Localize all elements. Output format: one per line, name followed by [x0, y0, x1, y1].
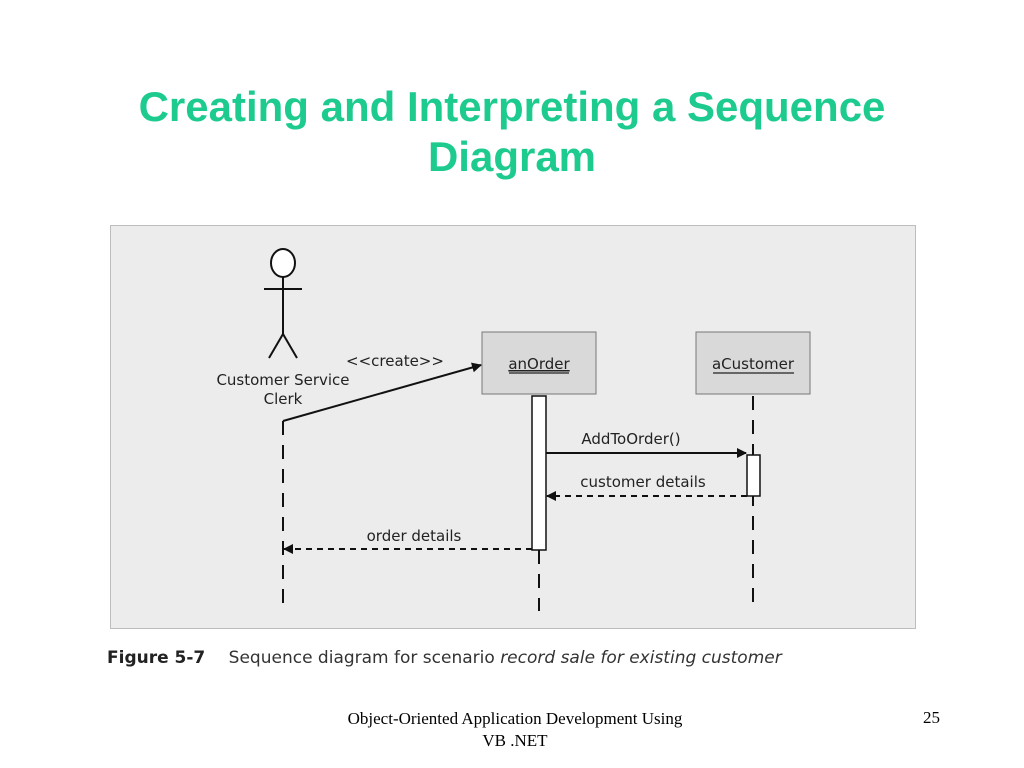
- caption-text: Sequence diagram for scenario: [228, 648, 495, 668]
- footer-line-2: VB .NET: [482, 731, 548, 750]
- page-number: 25: [923, 708, 940, 727]
- slide-title: Creating and Interpreting a Sequence Dia…: [60, 82, 964, 182]
- sequence-diagram-figure: Customer Service Clerk anOrder aCustomer…: [110, 225, 916, 629]
- caption-italic-text: record sale for existing customer: [500, 648, 782, 668]
- actor-name-line-1: Customer Service: [216, 371, 349, 389]
- object-box-acustomer: aCustomer: [695, 331, 811, 395]
- return-order-details-label: order details: [367, 527, 462, 545]
- object-name-anorder: anOrder: [508, 355, 570, 373]
- object-name-acustomer: aCustomer: [712, 355, 795, 373]
- figure-caption: Figure 5-7 Sequence diagram for scenario…: [107, 648, 867, 668]
- message-create-label: <<create>>: [346, 352, 444, 370]
- figure-number: Figure 5-7: [107, 648, 206, 668]
- slide-footer: Object-Oriented Application Development …: [300, 708, 730, 752]
- object-box-anorder: anOrder: [481, 331, 597, 395]
- message-create-arrow: [282, 362, 482, 422]
- sequence-diagram: Customer Service Clerk anOrder aCustomer…: [216, 248, 811, 611]
- footer-line-1: Object-Oriented Application Development …: [347, 709, 683, 728]
- message-addtoorder-label: AddToOrder(): [581, 430, 680, 448]
- actor-name-line-2: Clerk: [264, 390, 303, 408]
- return-customer-details-label: customer details: [580, 473, 706, 491]
- activation-bar-acustomer: [746, 454, 761, 497]
- title-line-2: Diagram: [427, 133, 597, 180]
- title-line-1: Creating and Interpreting a Sequence: [138, 83, 886, 130]
- activation-bar-anorder: [531, 395, 547, 551]
- actor-stick-figure-icon: [264, 248, 302, 359]
